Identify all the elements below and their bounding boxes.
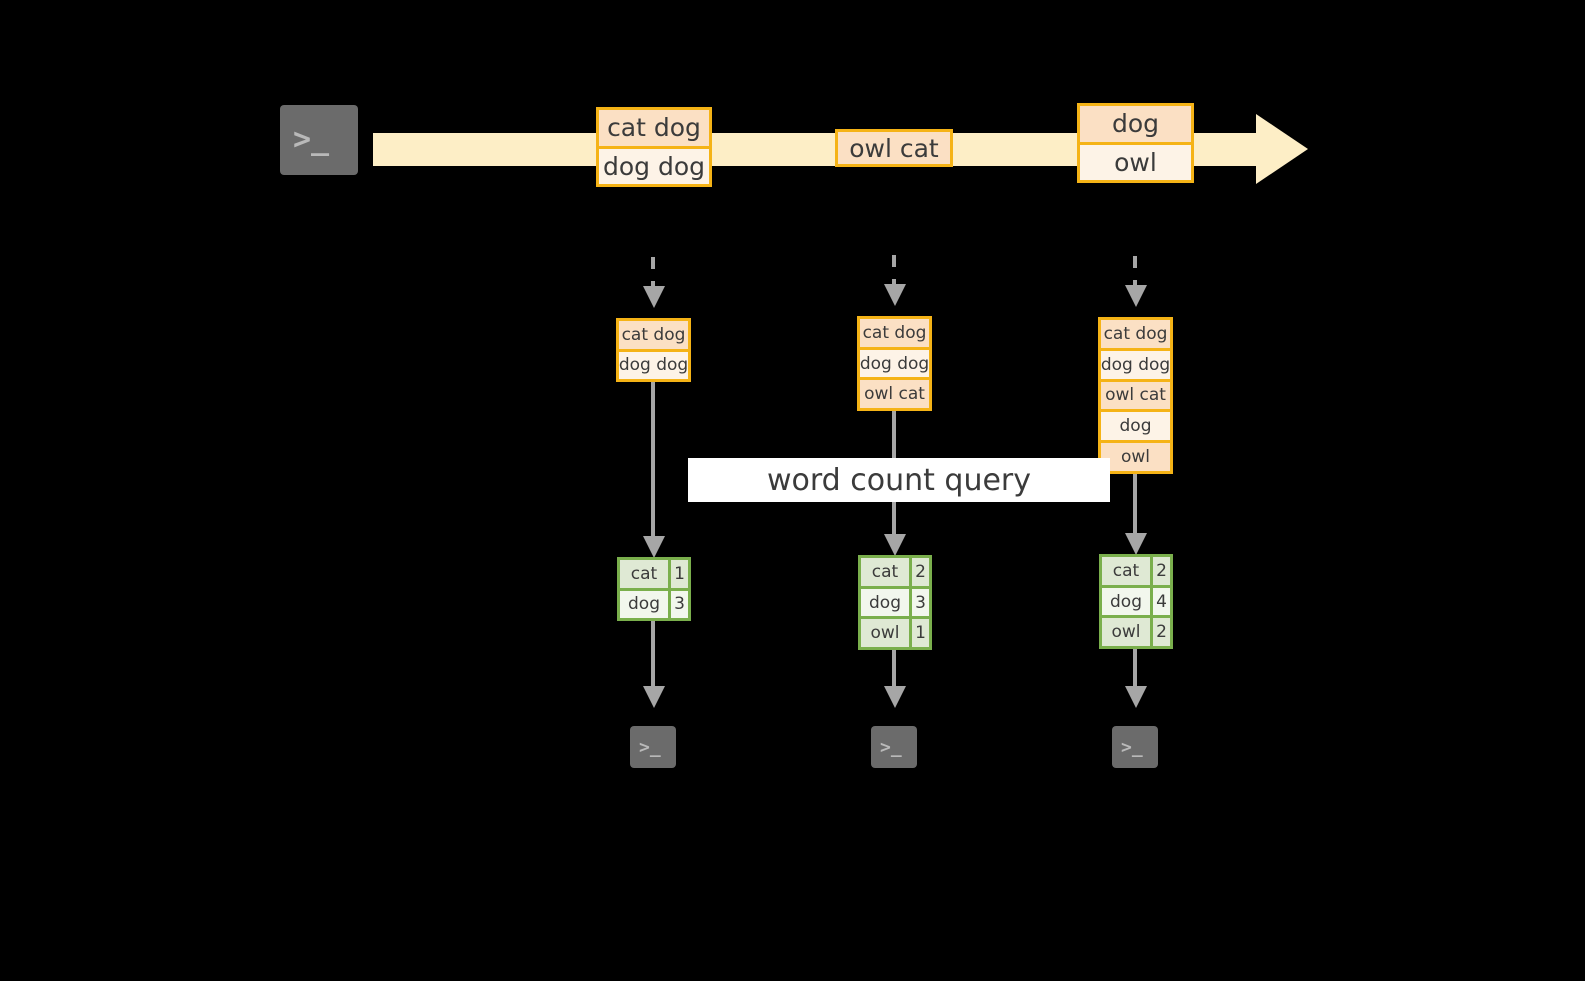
- result-row: owl 1: [861, 616, 929, 648]
- snapshot-line: dog: [1101, 409, 1170, 441]
- result-word: dog: [869, 592, 901, 613]
- result-row: owl 2: [1102, 615, 1170, 647]
- arrowhead-icon: [884, 686, 906, 708]
- stream-event-box: cat dog dog dog: [596, 107, 712, 187]
- sink-terminal-icon: >_: [622, 718, 684, 776]
- snapshot-line: owl: [1101, 440, 1170, 471]
- result-row: cat 2: [1102, 557, 1170, 585]
- result-word: owl: [1111, 622, 1141, 643]
- result-word: cat: [871, 561, 899, 582]
- result-count: 2: [909, 558, 929, 586]
- dashed-connector: [1133, 256, 1137, 296]
- dashed-connector: [651, 257, 655, 297]
- sink-connector: [651, 621, 655, 696]
- snapshot-stack: cat dog dog dog owl cat: [857, 316, 932, 411]
- sink-terminal-icon: >_: [1104, 718, 1166, 776]
- result-row: dog 3: [861, 585, 929, 617]
- stream-event-box: dog owl: [1077, 103, 1194, 183]
- query-label: word count query: [688, 458, 1110, 502]
- result-row: cat 2: [861, 558, 929, 586]
- result-count: 2: [1150, 618, 1170, 647]
- result-table: cat 2 dog 4 owl 2: [1099, 554, 1173, 649]
- result-table: cat 2 dog 3 owl 1: [858, 555, 932, 650]
- result-count: 1: [668, 560, 688, 588]
- sink-connector: [892, 650, 896, 696]
- terminal-prompt-glyph: >_: [880, 737, 902, 758]
- result-count: 3: [668, 590, 688, 618]
- result-word: dog: [628, 594, 660, 615]
- arrowhead-icon: [884, 284, 906, 306]
- result-row: dog 3: [620, 587, 688, 618]
- result-word: dog: [1110, 591, 1142, 612]
- result-word: cat: [1112, 560, 1140, 581]
- arrowhead-icon: [884, 534, 906, 556]
- stream-event-line: dog: [1080, 106, 1191, 142]
- snapshot-line: cat dog: [1101, 320, 1170, 348]
- result-word: cat: [630, 563, 658, 584]
- stream-arrowhead-icon: [1256, 114, 1308, 184]
- query-connector: [651, 382, 655, 547]
- snapshot-line: dog dog: [860, 346, 929, 378]
- result-row: dog 4: [1102, 584, 1170, 616]
- snapshot-stack: cat dog dog dog owl cat dog owl: [1098, 317, 1173, 474]
- sink-connector: [1133, 649, 1137, 696]
- terminal-prompt-glyph: >_: [639, 737, 661, 758]
- snapshot-line: owl cat: [1101, 378, 1170, 410]
- arrowhead-icon: [1125, 686, 1147, 708]
- stream-event-box: owl cat: [835, 129, 953, 167]
- snapshot-line: dog dog: [619, 348, 688, 379]
- arrowhead-icon: [1125, 285, 1147, 307]
- stream-event-line: owl cat: [838, 132, 950, 164]
- arrowhead-icon: [643, 686, 665, 708]
- snapshot-line: owl cat: [860, 377, 929, 409]
- dashed-connector: [892, 255, 896, 295]
- query-connector: [1133, 474, 1137, 545]
- stream-event-line: owl: [1080, 141, 1191, 180]
- snapshot-line: dog dog: [1101, 347, 1170, 379]
- result-word: owl: [870, 623, 900, 644]
- terminal-prompt-glyph: >_: [293, 122, 330, 157]
- result-count: 2: [1150, 557, 1170, 585]
- result-count: 1: [909, 619, 929, 648]
- arrowhead-icon: [643, 286, 665, 308]
- snapshot-line: cat dog: [860, 319, 929, 347]
- result-count: 3: [909, 588, 929, 617]
- stream-event-line: dog dog: [599, 145, 709, 184]
- sink-terminal-icon: >_: [863, 718, 925, 776]
- arrowhead-icon: [643, 536, 665, 558]
- arrowhead-icon: [1125, 533, 1147, 555]
- result-count: 4: [1150, 587, 1170, 616]
- terminal-prompt-glyph: >_: [1121, 737, 1143, 758]
- stream-event-line: cat dog: [599, 110, 709, 146]
- snapshot-line: cat dog: [619, 321, 688, 349]
- snapshot-stack: cat dog dog dog: [616, 318, 691, 382]
- source-terminal-icon: >_: [272, 97, 366, 183]
- result-table: cat 1 dog 3: [617, 557, 691, 621]
- result-row: cat 1: [620, 560, 688, 588]
